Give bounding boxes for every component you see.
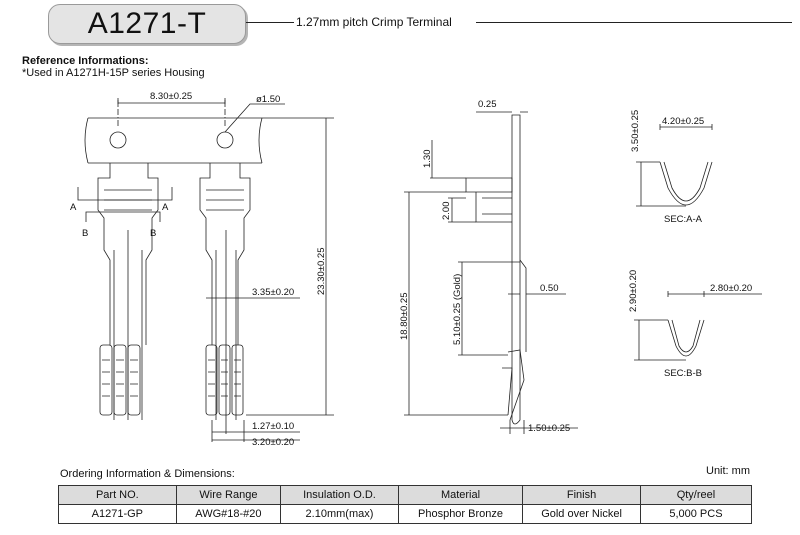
section-b-left: B (82, 228, 88, 239)
part-title: A1271-T (48, 4, 246, 44)
dim-plate: 0.50 (540, 283, 559, 294)
dim-top: 1.30 (422, 150, 433, 169)
side-view (465, 114, 527, 425)
col-insulation: Insulation O.D. (280, 485, 399, 505)
terminal-right (199, 163, 251, 420)
carrier-strip (84, 98, 263, 164)
title-rule-left (246, 22, 294, 23)
terminal-left (97, 163, 159, 420)
ordering-table: Part NO. Wire Range Insulation O.D. Mate… (58, 485, 753, 524)
dim-total-length: 23.30±0.25 (316, 248, 327, 295)
dim-pitch-small: 1.27±0.10 (252, 421, 294, 432)
dim-hole: ø1.50 (256, 94, 280, 105)
section-b-right: B (150, 228, 156, 239)
table-header-row: Part NO. Wire Range Insulation O.D. Mate… (58, 485, 753, 505)
dim-gold: 5.10±0.25 (Gold) (452, 274, 463, 345)
title-rule-right (476, 22, 792, 23)
dim-bottom: 1.50±0.25 (528, 423, 570, 434)
cell-wire-range: AWG#18-#20 (175, 504, 282, 524)
side-dimensions: 0.25 1.30 2.00 18.80±0.25 5.10±0.25 (Gol… (399, 99, 578, 434)
dim-thickness: 0.25 (478, 99, 497, 110)
cell-material: Phosphor Bronze (397, 504, 524, 524)
col-wire-range: Wire Range (175, 485, 282, 505)
dim-tab: 2.00 (441, 202, 452, 221)
col-finish: Finish (522, 485, 641, 505)
technical-drawing: A A B B 8.30±0.25 ø1.50 23.30±0.25 3.35±… (70, 91, 762, 448)
dim-height: 18.80±0.25 (399, 293, 410, 340)
dim-width-total: 3.20±0.20 (252, 437, 294, 448)
pilot-hole (216, 131, 234, 149)
sec-a-width: 4.20±0.25 (662, 116, 704, 127)
sec-b-label: SEC:B-B (664, 368, 702, 379)
col-material: Material (397, 485, 524, 505)
section-a-a: 4.20±0.25 3.50±0.25 SEC:A-A (630, 110, 713, 225)
table-row: A1271-GP AWG#18-#20 2.10mm(max) Phosphor… (58, 504, 753, 524)
sec-a-label: SEC:A-A (664, 214, 703, 225)
section-a-left: A (70, 202, 77, 213)
sec-b-height: 2.90±0.20 (628, 270, 639, 312)
front-dimensions: 8.30±0.25 ø1.50 23.30±0.25 3.35±0.20 1.2… (117, 91, 334, 448)
reference-heading: Reference Informations: (22, 55, 149, 67)
subtitle: 1.27mm pitch Crimp Terminal (296, 15, 452, 29)
col-qty: Qty/reel (639, 485, 753, 505)
reference-note: *Used in A1271H-15P series Housing (22, 67, 205, 79)
cell-finish: Gold over Nickel (522, 504, 641, 524)
section-a-right: A (162, 202, 169, 213)
dim-width-mid: 3.35±0.20 (252, 287, 294, 298)
section-b-b: 2.80±0.20 2.90±0.20 SEC:B-B (628, 270, 762, 379)
cell-qty: 5,000 PCS (639, 504, 753, 524)
ordering-title: Ordering Information & Dimensions: (60, 468, 235, 480)
section-markers: A A B B (70, 187, 173, 239)
pilot-hole (109, 131, 127, 149)
cell-insulation: 2.10mm(max) (280, 504, 399, 524)
sec-a-height: 3.50±0.25 (630, 110, 641, 152)
cell-part-no: A1271-GP (58, 504, 177, 524)
col-part-no: Part NO. (58, 485, 177, 505)
sec-b-width: 2.80±0.20 (710, 283, 752, 294)
unit-label: Unit: mm (706, 465, 750, 477)
dim-pitch: 8.30±0.25 (150, 91, 192, 102)
